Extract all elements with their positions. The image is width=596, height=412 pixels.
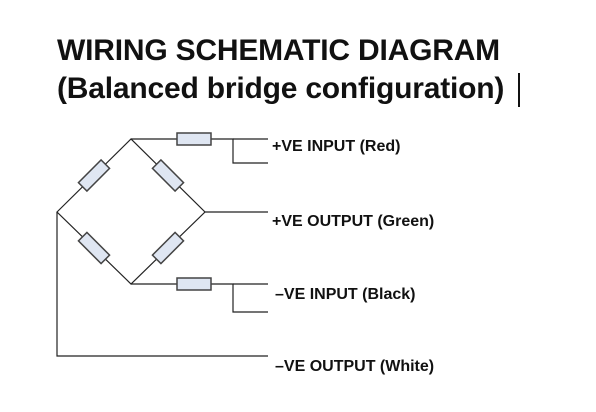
resistor-upper-right (151, 158, 185, 193)
neg-output-lead (56, 212, 268, 357)
resistor-bottom-compensation (176, 277, 212, 291)
resistor-lower-right (151, 231, 185, 265)
bridge-diamond-wire (56, 138, 206, 285)
label-pos-output: +VE OUTPUT (Green) (272, 213, 435, 230)
resistors (77, 132, 212, 291)
wires (56, 138, 268, 357)
resistor-upper-left (77, 158, 111, 193)
text-cursor (518, 73, 520, 107)
label-neg-input: –VE INPUT (Black) (275, 286, 416, 303)
resistor-lower-left (77, 231, 111, 265)
label-neg-output: –VE OUTPUT (White) (275, 358, 435, 375)
diagram-title: WIRING SCHEMATIC DIAGRAM (57, 34, 500, 67)
resistor-top-compensation (176, 132, 212, 146)
diagram-subtitle: (Balanced bridge configuration) (57, 72, 505, 105)
label-pos-input: +VE INPUT (Red) (272, 138, 401, 155)
